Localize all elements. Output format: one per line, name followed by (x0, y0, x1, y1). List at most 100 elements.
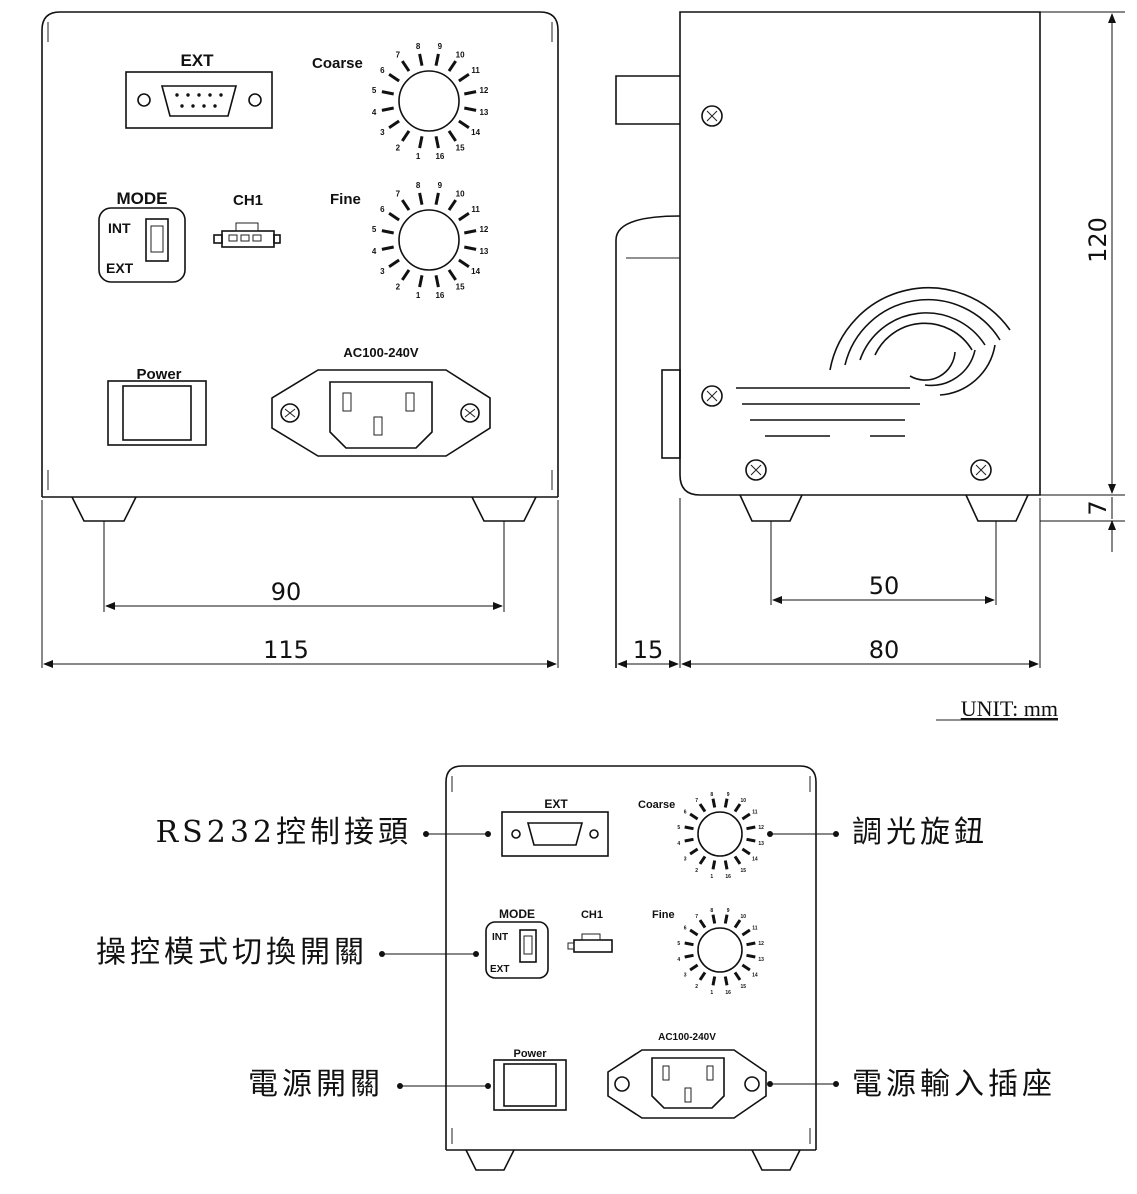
dial-tick (741, 847, 751, 856)
bottom-ext-label: EXT (544, 797, 568, 811)
dial-tick-label: 8 (710, 908, 713, 914)
bottom-power-switch (493, 1059, 567, 1111)
callouts: RS232控制接頭 操控模式切換開關 電源開關 調光旋鈕 電源輸入插座 (96, 815, 1056, 1102)
dial-tick (746, 941, 756, 947)
dial-tick (711, 914, 717, 924)
dial-tick (698, 803, 707, 813)
dial-tick (447, 269, 457, 281)
bottom-mode-switch (485, 921, 549, 979)
ac-screw-left (280, 403, 300, 423)
dim-side-protrusion: 15 (633, 636, 664, 664)
dial-tick-label: 15 (741, 984, 747, 990)
dial-tick-label: 13 (758, 957, 764, 963)
bottom-power-label: Power (513, 1048, 547, 1060)
callout-dimmer: 調光旋鈕 (852, 815, 988, 850)
dial-tick-label: 15 (456, 144, 465, 153)
ch1-connector (213, 222, 281, 248)
dial-tick-label: 9 (438, 181, 443, 190)
side-panel-edge (615, 215, 681, 668)
dial-tick (418, 53, 424, 66)
bottom-mode-label: MODE (499, 907, 535, 921)
dial-tick-label: 12 (758, 941, 764, 947)
dial-tick (733, 855, 742, 865)
dial-tick-label: 2 (695, 984, 698, 990)
mode-label: MODE (117, 189, 168, 208)
bottom-fine-label: Fine (652, 909, 675, 921)
dial-tick-label: 1 (710, 874, 713, 880)
dial-tick (746, 825, 756, 831)
dial-tick (698, 971, 707, 981)
dial-tick-label: 2 (695, 868, 698, 874)
int-label: INT (108, 220, 131, 236)
dial-tick-label: 10 (741, 798, 747, 804)
dial-tick-label: 16 (435, 152, 444, 161)
bottom-panel-outline (445, 765, 817, 1150)
dial-tick (723, 914, 729, 924)
dial-tick (418, 136, 424, 149)
dial-tick (458, 119, 470, 129)
bottom-ext-mode-label: EXT (490, 964, 509, 975)
dial-tick-label: 3 (380, 267, 385, 276)
side-power-switch (661, 369, 681, 459)
side-vents (736, 287, 1011, 437)
dial-tick-label: 7 (396, 189, 401, 198)
coarse-label: Coarse (312, 55, 363, 72)
dial-tick-label: 15 (741, 868, 747, 874)
ch1-label: CH1 (233, 192, 263, 209)
dial-tick (711, 860, 717, 870)
dial-tick-label: 16 (725, 990, 731, 996)
dial-tick (711, 976, 717, 986)
dial-tick (689, 963, 699, 972)
dial-tick-label: 5 (677, 941, 680, 947)
dial-tick-label: 16 (725, 874, 731, 880)
bottom-ac-label: AC100-240V (658, 1032, 716, 1043)
dial-tick-label: 14 (471, 267, 480, 276)
dial-tick-label: 4 (677, 841, 680, 847)
dial-tick-label: 3 (684, 856, 687, 862)
dial-tick (434, 192, 440, 205)
dial-tick (418, 192, 424, 205)
dial-tick (388, 119, 400, 129)
mode-toggle-lever (150, 225, 164, 253)
dim-side-foot-spacing: 50 (869, 572, 900, 600)
dial-tick-label: 4 (372, 108, 377, 117)
callout-power-inlet: 電源輸入插座 (852, 1067, 1056, 1102)
dial-tick-label: 2 (396, 283, 401, 292)
ac-label: AC100-240V (343, 345, 418, 360)
dial-tick-label: 8 (416, 42, 421, 51)
dial-tick (689, 847, 699, 856)
dial-tick (711, 798, 717, 808)
dial-tick (689, 812, 699, 821)
ext-label: EXT (180, 51, 214, 70)
mode-switch-frame (98, 207, 186, 283)
dial-tick-label: 14 (471, 128, 480, 137)
side-screws (701, 105, 992, 481)
dial-knob (398, 70, 460, 132)
dial-tick (733, 919, 742, 929)
dial-knob (697, 811, 743, 857)
dial-tick-label: 2 (396, 144, 401, 153)
callout-mode-switch: 操控模式切換開關 (96, 935, 368, 970)
dial-tick-label: 14 (752, 856, 758, 862)
dial-tick-label: 4 (677, 957, 680, 963)
bottom-ch1-connector (573, 939, 613, 953)
dial-tick (401, 199, 411, 211)
dial-tick (434, 53, 440, 66)
side-body-outline (679, 11, 1041, 496)
dial-tick-label: 8 (710, 792, 713, 798)
dial-tick (741, 812, 751, 821)
foot-right (471, 496, 537, 522)
dial-tick-label: 6 (380, 66, 385, 75)
unit-note: UNIT: mm (961, 696, 1058, 721)
dial-tick (381, 245, 394, 251)
dial-tick (698, 919, 707, 929)
mode-toggle (145, 218, 169, 262)
dim-side-depth: 80 (869, 636, 900, 664)
dial-tick-label: 11 (471, 205, 480, 214)
dial-tick-label: 6 (684, 926, 687, 932)
